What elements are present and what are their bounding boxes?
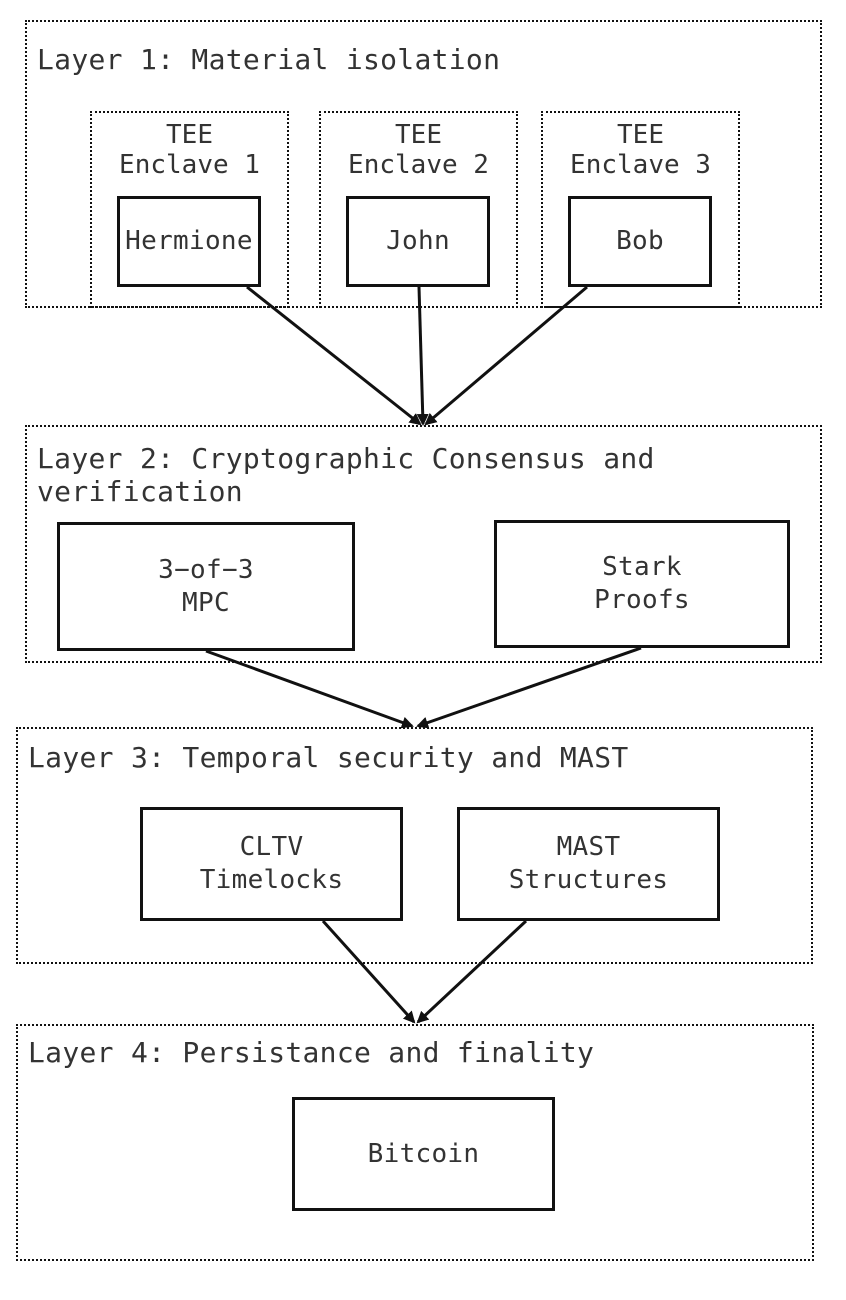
- tee-enclave-3-title: TEE Enclave 3: [570, 120, 711, 180]
- tee-enclave-2-title: TEE Enclave 2: [348, 120, 489, 180]
- node-hermione[interactable]: Hermione: [117, 196, 261, 287]
- layer-1-title: Layer 1: Material isolation: [37, 43, 501, 76]
- tee-enclave-1: TEE Enclave 1: [90, 111, 289, 308]
- layer-4-title: Layer 4: Persistance and finality: [28, 1036, 595, 1069]
- node-cltv-timelocks[interactable]: CLTV Timelocks: [140, 807, 403, 921]
- layer-2-title: Layer 2: Cryptographic Consensus and ver…: [37, 442, 655, 508]
- node-bitcoin[interactable]: Bitcoin: [292, 1097, 555, 1211]
- tee-enclave-1-title: TEE Enclave 1: [119, 120, 260, 180]
- layer-3-title: Layer 3: Temporal security and MAST: [28, 741, 629, 774]
- tee-enclave-3: TEE Enclave 3: [541, 111, 740, 308]
- node-3-of-3-mpc[interactable]: 3−of−3 MPC: [57, 522, 355, 651]
- node-john[interactable]: John: [346, 196, 490, 287]
- node-bob[interactable]: Bob: [568, 196, 712, 287]
- node-mast-structures[interactable]: MAST Structures: [457, 807, 720, 921]
- node-stark-proofs[interactable]: Stark Proofs: [494, 520, 790, 648]
- layer-4-persistance-finality: Layer 4: Persistance and finality: [16, 1024, 814, 1261]
